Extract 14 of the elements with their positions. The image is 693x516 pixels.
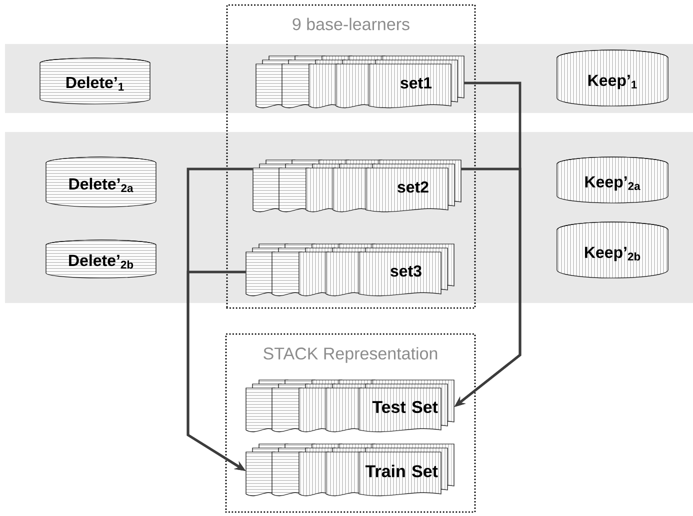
database-cylinder: Keep’$_{2a}$ — [556, 156, 668, 204]
node-label: Test Set — [372, 400, 438, 414]
node-label: Train Set — [365, 464, 438, 478]
database-cylinder: Delete’$_{2a}$ — [46, 156, 156, 208]
document-stack: Train Set — [246, 444, 454, 496]
document-stack: set1 — [256, 56, 464, 108]
document-stack: Test Set — [246, 380, 454, 432]
database-cylinder: Keep’$_{2b}$ — [556, 222, 668, 278]
arrow — [186, 270, 246, 471]
database-cylinder: Keep’$_{1}$ — [556, 50, 668, 106]
database-cylinder: Delete’$_{2b}$ — [46, 240, 156, 278]
document-stack: set3 — [246, 244, 454, 296]
document-stack: set2 — [252, 160, 462, 212]
database-cylinder: Delete’$_{1}$ — [40, 58, 150, 104]
